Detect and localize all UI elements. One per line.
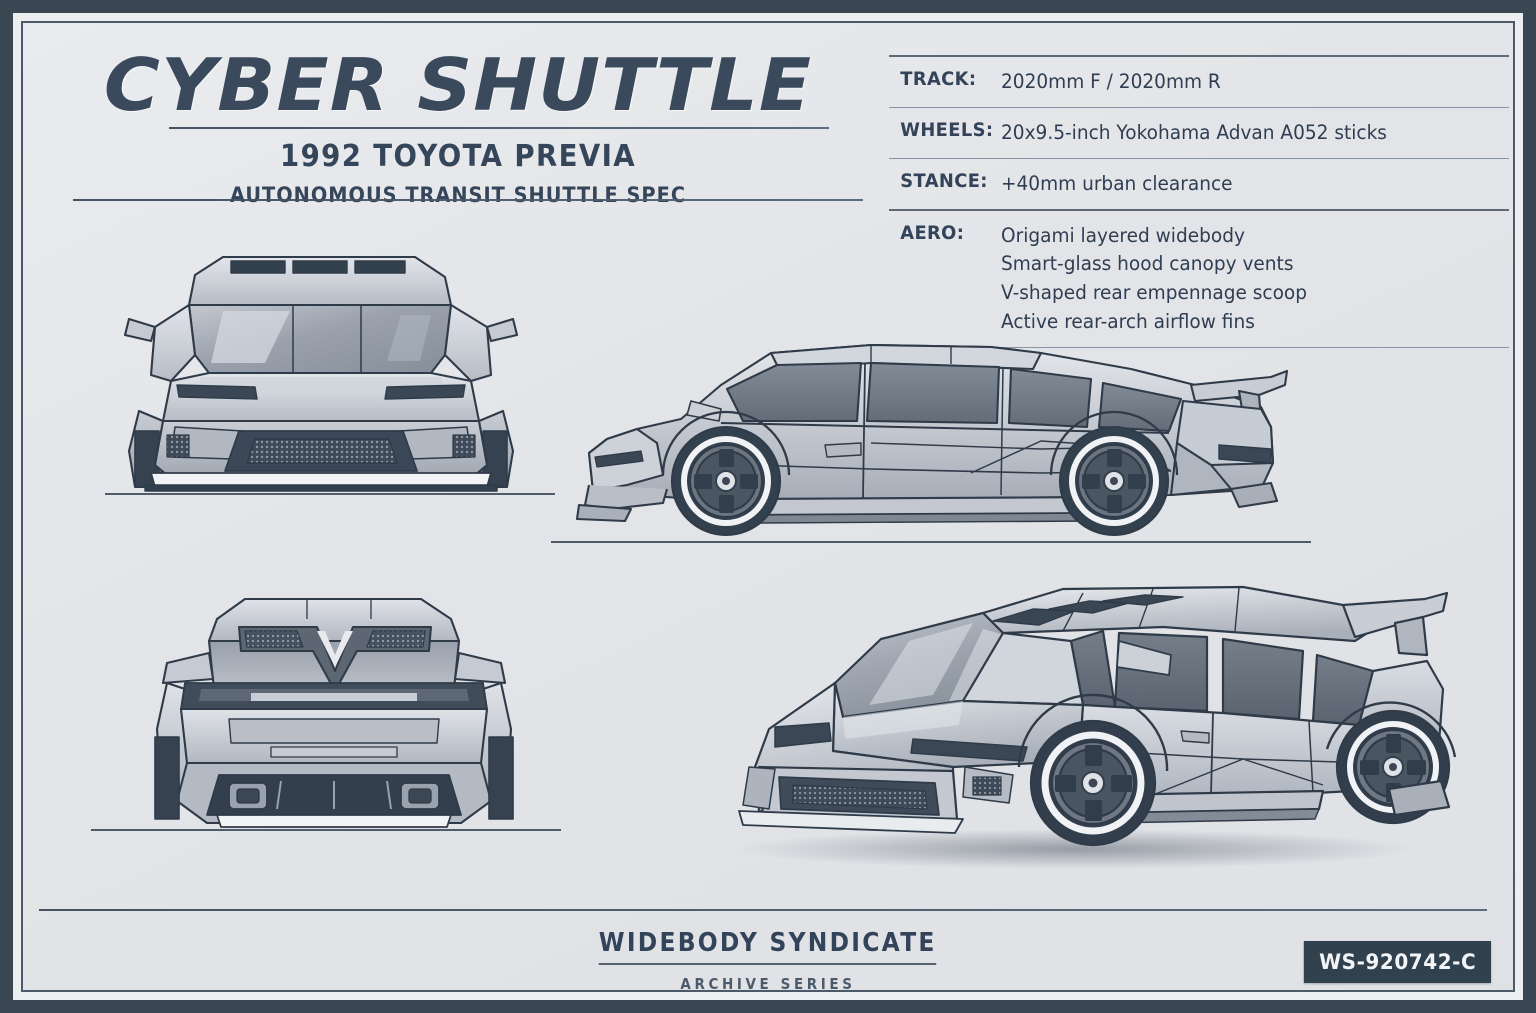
spec-row-wheels: WHEELS: 20x9.5-inch Yokohama Advan A052 … <box>889 108 1509 158</box>
spec-label-stance: STANCE: <box>900 169 988 192</box>
spec-rule-1 <box>889 106 1509 108</box>
spec-row-stance: STANCE: +40mm urban clearance <box>889 159 1509 209</box>
title-divider <box>73 199 863 201</box>
spec-rule-top <box>889 55 1509 57</box>
footer-divider <box>39 909 1487 911</box>
sheet-panel: CYBER SHUTTLE 1992 TOYOTA PREVIA AUTONOM… <box>21 21 1515 992</box>
spec-label-aero: AERO: <box>900 221 965 244</box>
spec-rule-2 <box>889 157 1509 159</box>
front-view-drawing <box>123 255 519 492</box>
front-view-groundline <box>105 493 555 495</box>
side-view-groundline <box>551 541 1311 543</box>
spec-rule-bottom <box>989 347 1509 349</box>
spec-value-track: 2020mm F / 2020mm R <box>1001 70 1221 93</box>
rear-elevation-view <box>91 579 561 841</box>
hero-view-drawing <box>733 585 1457 869</box>
rear-view-drawing <box>154 597 514 828</box>
front-elevation-view <box>105 235 555 505</box>
brand-series: ARCHIVE SERIES <box>680 975 856 992</box>
spec-value-stance: +40mm urban clearance <box>1001 171 1233 195</box>
spec-value-aero: Origami layered widebody Smart-glass hoo… <box>1001 223 1308 334</box>
side-view-drawing <box>575 343 1289 537</box>
sheet-frame: CYBER SHUTTLE 1992 TOYOTA PREVIA AUTONOM… <box>13 13 1523 1000</box>
spec-rule-3 <box>889 208 1509 211</box>
spec-value-wheels: 20x9.5-inch Yokohama Advan A052 sticks <box>1001 120 1387 144</box>
spec-subtitle: AUTONOMOUS TRANSIT SHUTTLE SPEC <box>229 183 687 207</box>
title-underline <box>169 127 829 129</box>
page-title: CYBER SHUTTLE <box>103 43 813 127</box>
vehicle-subtitle: 1992 TOYOTA PREVIA <box>279 139 637 174</box>
brand-name: WIDEBODY SYNDICATE <box>599 928 937 965</box>
title-block: CYBER SHUTTLE 1992 TOYOTA PREVIA AUTONOM… <box>53 31 863 207</box>
rear-view-groundline <box>91 829 561 831</box>
spec-label-track: TRACK: <box>900 68 977 90</box>
spec-label-wheels: WHEELS: <box>900 118 994 141</box>
spec-row-aero: AERO: Origami layered widebody Smart-gla… <box>889 211 1509 347</box>
three-quarter-hero-view <box>683 571 1473 871</box>
spec-table: TRACK: 2020mm F / 2020mm R WHEELS: 20x9.… <box>889 55 1509 349</box>
footer: WIDEBODY SYNDICATE ARCHIVE SERIES <box>23 928 1513 992</box>
side-profile-view <box>551 323 1311 551</box>
spec-row-track: TRACK: 2020mm F / 2020mm R <box>889 57 1509 107</box>
archive-code-badge: WS-920742-C <box>1303 941 1491 983</box>
